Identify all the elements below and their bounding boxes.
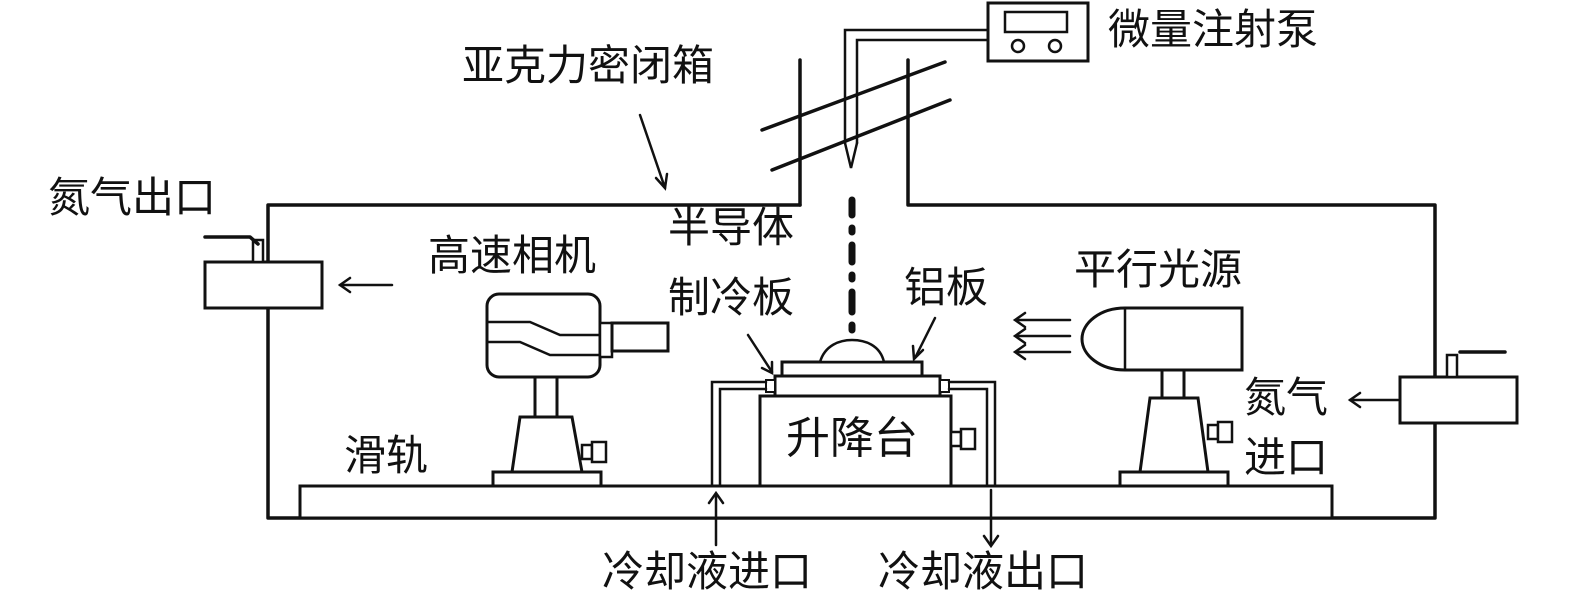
syringe-tube-top (760, 60, 947, 132)
semiconductor-label-line2: 制冷板 (668, 273, 795, 322)
syringe-pump (986, 1, 1090, 63)
syringe-needle (843, 141, 859, 169)
coolant-inlet-arrow-head (707, 490, 725, 505)
box-label-pointer-head (654, 172, 669, 191)
nitrogen-outlet-valve (203, 235, 324, 310)
slide-rail (298, 484, 1334, 520)
aluminum-plate-pointer (913, 316, 937, 360)
high-speed-camera-label: 高速相机 (428, 231, 597, 280)
cooling-plate-pointer-head (760, 360, 774, 376)
aluminum-plate-pointer-head (911, 344, 925, 362)
nitrogen-outlet-label: 氮气出口 (48, 173, 217, 222)
coolant-pipe-out-inner (947, 387, 989, 488)
inlet-arrow-head (1347, 391, 1362, 409)
coolant-pipe-in-inner (718, 387, 768, 488)
box-label-pointer (638, 113, 667, 190)
syringe-tube-bottom (770, 98, 952, 172)
nitrogen-inlet-valve (1398, 350, 1519, 425)
cooling-plate-assembly (765, 338, 950, 398)
pump-feed-line (843, 28, 992, 145)
coolant-pipe-out-outer (947, 380, 997, 488)
coolant-outlet-label: 冷却液出口 (878, 547, 1089, 596)
acrylic-box-outline (266, 58, 1437, 520)
acrylic-box-label: 亚克力密闭箱 (462, 41, 715, 90)
light-arrows (1012, 311, 1072, 361)
parallel-light-source (1080, 306, 1244, 488)
parallel-light-label: 平行光源 (1074, 245, 1243, 294)
coolant-inlet-label: 冷却液进口 (602, 547, 813, 596)
coolant-pipe-in-outer (710, 380, 768, 488)
pump-feed-line-2 (855, 38, 992, 145)
high-speed-camera (485, 292, 670, 488)
coolant-outlet-arrow-head (982, 534, 1000, 549)
lift-table-label: 升降台 (786, 413, 918, 464)
nitrogen-inlet-label-line2: 进口 (1244, 433, 1329, 482)
cooling-plate-pointer (746, 333, 774, 374)
nitrogen-inlet-label-line1: 氮气 (1244, 373, 1329, 422)
slide-rail-label: 滑轨 (344, 431, 429, 480)
outlet-arrow-head (337, 276, 352, 294)
aluminum-plate-label: 铝板 (904, 263, 989, 312)
syringe-pump-label: 微量注射泵 (1108, 5, 1319, 54)
semiconductor-label-line1: 半导体 (668, 203, 795, 252)
lift-table (758, 394, 977, 488)
